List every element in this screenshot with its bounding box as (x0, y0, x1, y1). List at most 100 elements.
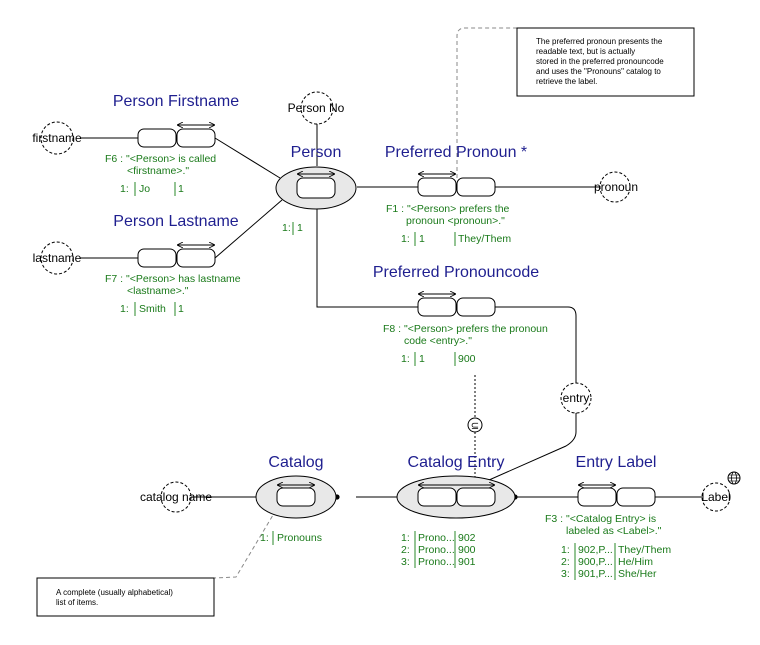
catalog-pop-value: Pronouns (277, 532, 322, 544)
catalog-entry-key-box-1[interactable] (417, 487, 457, 507)
catalog-entry-key-box-2[interactable] (456, 487, 496, 507)
person-pop-value: 1 (297, 222, 303, 234)
firstname-role-box-1[interactable] (137, 128, 177, 148)
lastname-reading-2: <lastname>." (127, 285, 189, 297)
catalog-key-box[interactable] (276, 487, 316, 507)
lastname-role-circle[interactable] (40, 241, 74, 275)
note-line: stored in the preferred pronouncode (536, 57, 664, 66)
row-index: 1: (401, 532, 410, 544)
pronoun-reading-2: pronoun <pronoun>." (406, 215, 505, 227)
catalog-name-role-circle[interactable] (160, 481, 192, 513)
catalog-title: Catalog (268, 454, 323, 471)
catalog-name-label: catalog name (140, 490, 212, 504)
firstname-role-circle[interactable] (40, 121, 74, 155)
pronoun-row-index: 1: (401, 233, 410, 245)
lastname-row-person: 1 (178, 303, 184, 315)
pronoun-note-text: The preferred pronoun presents thereadab… (536, 37, 664, 86)
pronoun-role-circle[interactable] (599, 171, 631, 203)
subset-symbol: ⊆ (471, 421, 479, 432)
firstname-fact-title: Person Firstname (113, 93, 239, 110)
row-value-a: Prono... (418, 556, 455, 568)
entry-label-role-box-1[interactable] (577, 487, 617, 507)
person-pronouncode-link (316, 209, 418, 308)
row-index: 3: (561, 568, 570, 580)
entry-label-reading-1: F3 : "<Catalog Entry> is (545, 513, 656, 525)
row-value-b: 900 (458, 544, 476, 556)
firstname-reading-1: F6 : "<Person> is called (105, 153, 216, 165)
pronoun-role-box-2[interactable] (456, 177, 496, 197)
firstname-role-label: firstname (32, 131, 82, 145)
entry-label-role-box-2[interactable] (616, 487, 656, 507)
entry-role-label: entry (563, 391, 590, 405)
row-value-a: Prono... (418, 544, 455, 556)
pronouncode-row-person: 1 (419, 353, 425, 365)
row-index: 2: (401, 544, 410, 556)
globe-icon (727, 471, 741, 485)
entry-role-circle[interactable] (560, 382, 592, 414)
row-value-a: 901,P... (578, 568, 613, 580)
pronoun-note-link (456, 27, 517, 178)
row-index: 1: (561, 544, 570, 556)
firstname-row-index: 1: (120, 183, 129, 195)
firstname-row-value: Jo (139, 183, 150, 195)
firstname-row-person: 1 (178, 183, 184, 195)
person-key-box[interactable] (296, 177, 336, 199)
lastname-person-link (214, 199, 283, 259)
catalog-note[interactable]: A complete (usually alphabetical)list of… (36, 577, 215, 617)
firstname-role-box-2[interactable] (176, 128, 216, 148)
lastname-role-box-1[interactable] (137, 248, 177, 268)
row-value-a: 902,P... (578, 544, 613, 556)
catalog-entry-title: Catalog Entry (408, 454, 505, 471)
pronoun-row-person: 1 (419, 233, 425, 245)
pronoun-row-value: They/Them (458, 233, 511, 245)
pronouncode-reading-1: F8 : "<Person> prefers the pronoun (383, 323, 548, 335)
lastname-role-box-2[interactable] (176, 248, 216, 268)
pronouncode-reading-2: code <entry>." (404, 335, 472, 347)
lastname-fact-title: Person Lastname (113, 213, 239, 230)
row-index: 2: (561, 556, 570, 568)
person-no-label: Person No (288, 101, 345, 115)
lastname-reading-1: F7 : "<Person> has lastname (105, 273, 241, 285)
person-pop-index: 1: (282, 222, 291, 234)
lastname-row-value: Smith (139, 303, 166, 315)
note-line: A complete (usually alphabetical) (56, 588, 173, 597)
lastname-role-label: lastname (33, 251, 82, 265)
catalog-note-link (213, 509, 277, 579)
note-line: The preferred pronoun presents the (536, 37, 663, 46)
entry-label-population: 1:902,P...They/Them2:900,P...He/Him3:901… (561, 543, 671, 580)
person-title: Person (291, 144, 342, 161)
firstname-person-link (214, 137, 281, 179)
pronouncode-fact-title: Preferred Pronouncode (373, 264, 539, 281)
catalog-note-text: A complete (usually alphabetical)list of… (56, 588, 173, 607)
row-value-a: Prono... (418, 532, 455, 544)
note-line: and uses the "Pronouns" catalog to (536, 67, 661, 76)
pronoun-reading-1: F1 : "<Person> prefers the (386, 203, 510, 215)
note-line: retrieve the label. (536, 77, 597, 86)
label-role-circle[interactable] (701, 482, 731, 512)
pronouncode-row-value: 900 (458, 353, 476, 365)
row-value-b: 902 (458, 532, 476, 544)
pronoun-fact-title: Preferred Pronoun * (385, 144, 527, 161)
pronouncode-role-box-2[interactable] (456, 297, 496, 317)
entry-label-fact-title: Entry Label (576, 454, 657, 471)
note-line: list of items. (56, 598, 98, 607)
note-line: readable text, but is actually (536, 47, 635, 56)
entry-catalogentry-link (479, 412, 577, 485)
person-no-role-circle[interactable] (300, 91, 334, 125)
pronouncode-role-box-1[interactable] (417, 297, 457, 317)
row-value-a: 900,P... (578, 556, 613, 568)
firstname-reading-2: <firstname>." (127, 165, 189, 177)
row-value-b: They/Them (618, 544, 671, 556)
lastname-row-index: 1: (120, 303, 129, 315)
pronoun-note[interactable]: The preferred pronoun presents thereadab… (516, 27, 695, 97)
catalog-pop-index: 1: (260, 532, 269, 544)
row-index: 3: (401, 556, 410, 568)
subset-constraint-icon[interactable] (467, 417, 483, 433)
pronouncode-entry-link (495, 306, 577, 385)
entry-label-reading-2: labeled as <Label>." (566, 525, 662, 537)
pronoun-role-box-1[interactable] (417, 177, 457, 197)
row-value-b: She/Her (618, 568, 657, 580)
